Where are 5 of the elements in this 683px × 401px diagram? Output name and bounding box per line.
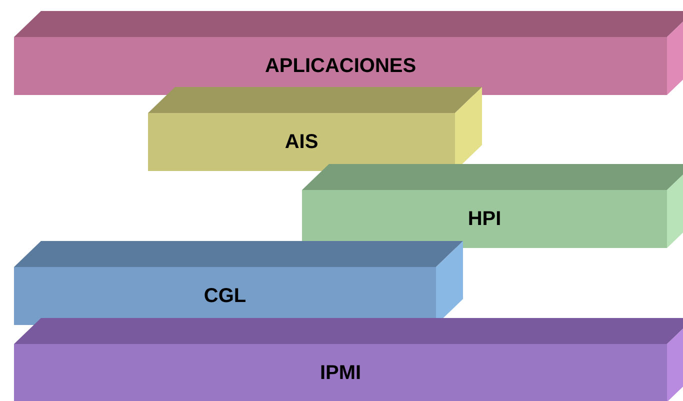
- layer-label: CGL: [204, 284, 246, 309]
- layer-label: HPI: [468, 207, 502, 232]
- layer-label: APLICACIONES: [264, 54, 416, 79]
- layer-label: AIS: [284, 130, 318, 155]
- layer-label: IPMI: [320, 361, 362, 386]
